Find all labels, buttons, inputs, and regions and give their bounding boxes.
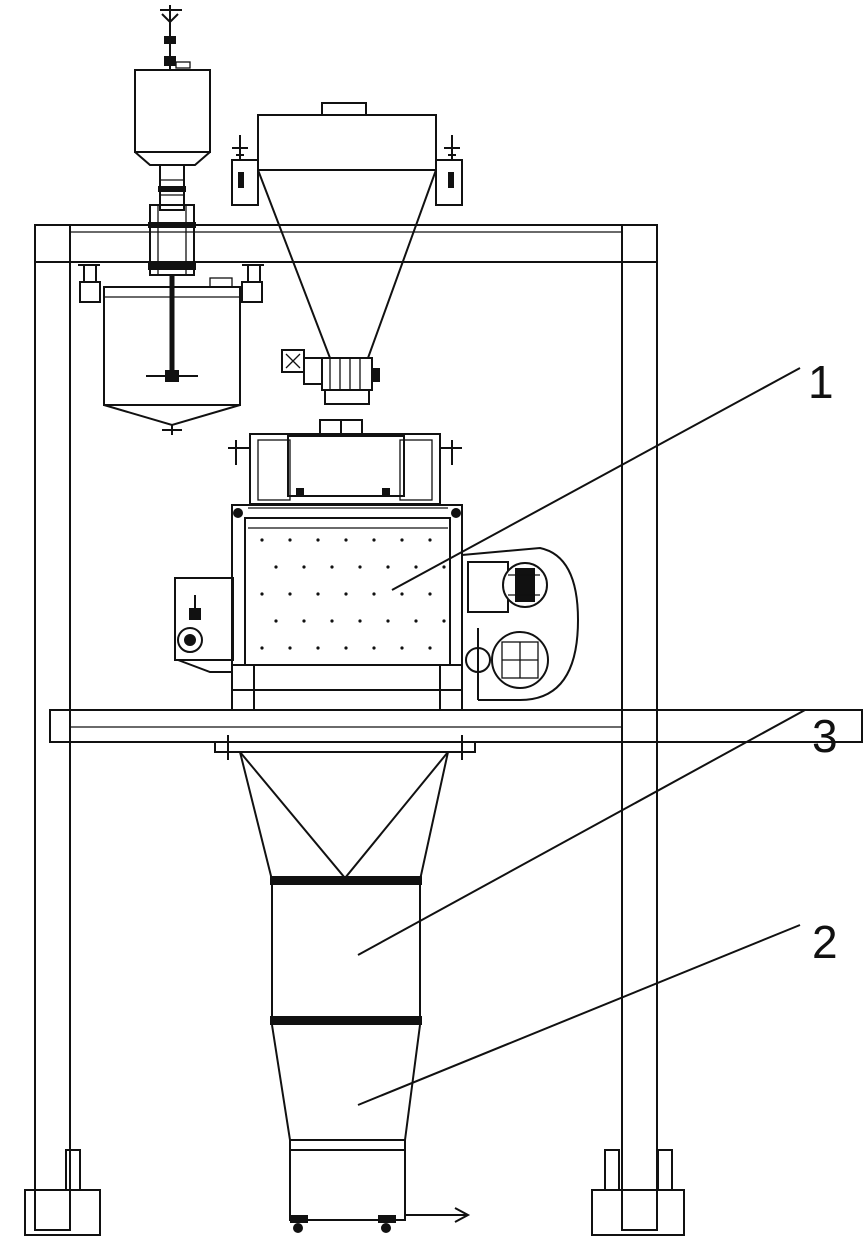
perforation-dot bbox=[344, 538, 348, 542]
perforation-dot bbox=[358, 619, 362, 623]
bagging-unit bbox=[289, 1139, 406, 1221]
perforation-dot bbox=[288, 646, 292, 650]
perforation-dot bbox=[358, 565, 362, 569]
left-foot bbox=[24, 1189, 101, 1236]
buffer-hopper bbox=[271, 879, 421, 1021]
perforation-dot bbox=[442, 565, 446, 569]
mixer-drum bbox=[244, 517, 451, 666]
dosing-tank-assembly bbox=[78, 5, 264, 435]
perforation-dot bbox=[344, 592, 348, 596]
inlet-housing bbox=[249, 433, 441, 505]
left-column bbox=[34, 224, 71, 1231]
perforation-dot bbox=[442, 619, 446, 623]
middle-platform bbox=[49, 709, 863, 743]
perforation-dot bbox=[260, 538, 264, 542]
feed-hopper bbox=[231, 102, 463, 405]
main-mixer bbox=[174, 504, 580, 711]
perforation-dot bbox=[386, 565, 390, 569]
right-foot bbox=[591, 1189, 685, 1236]
perforation-dot bbox=[260, 646, 264, 650]
perforation-dot bbox=[288, 592, 292, 596]
top-beam bbox=[34, 224, 658, 263]
control-box bbox=[174, 577, 234, 661]
perforation-dot bbox=[414, 619, 418, 623]
perforation-dot bbox=[428, 646, 432, 650]
perforation-dot bbox=[344, 646, 348, 650]
perforation-dot bbox=[316, 538, 320, 542]
perforation-dot bbox=[316, 592, 320, 596]
perforation-dot bbox=[372, 592, 376, 596]
perforation-dot bbox=[428, 592, 432, 596]
perforation-dot bbox=[330, 619, 334, 623]
perforation-dot bbox=[260, 592, 264, 596]
discharge-assembly bbox=[214, 735, 476, 1233]
perforation-dot bbox=[274, 565, 278, 569]
perforation-dot bbox=[274, 619, 278, 623]
leader-line-1 bbox=[391, 367, 801, 591]
perforation-dot bbox=[372, 538, 376, 542]
perforation-dot bbox=[400, 646, 404, 650]
hopper-box bbox=[257, 114, 437, 171]
upper-tank bbox=[134, 69, 211, 153]
right-column bbox=[621, 224, 658, 1231]
perforation-dot bbox=[400, 538, 404, 542]
perforation-dot bbox=[330, 565, 334, 569]
perforation-dot bbox=[302, 565, 306, 569]
label-1: 1 bbox=[808, 356, 834, 408]
mixer-frame bbox=[231, 504, 463, 711]
leader-line-3 bbox=[357, 709, 806, 956]
perforation-dot bbox=[316, 646, 320, 650]
bagging-cone bbox=[271, 1024, 421, 1141]
perforation-dot bbox=[386, 619, 390, 623]
perforation-dot bbox=[428, 538, 432, 542]
perforation-dot bbox=[288, 538, 292, 542]
leader-line-2 bbox=[357, 924, 801, 1106]
perforation-dot bbox=[414, 565, 418, 569]
perforation-dot bbox=[400, 592, 404, 596]
motor bbox=[467, 561, 509, 613]
belt-guard bbox=[461, 546, 580, 701]
callouts: 1 3 2 bbox=[357, 356, 838, 1106]
label-2: 2 bbox=[812, 916, 838, 968]
perforation-dot bbox=[372, 646, 376, 650]
label-3: 3 bbox=[812, 710, 838, 762]
mixer-dots bbox=[260, 538, 446, 650]
mixer-inlet bbox=[228, 419, 462, 505]
perforation-dot bbox=[302, 619, 306, 623]
